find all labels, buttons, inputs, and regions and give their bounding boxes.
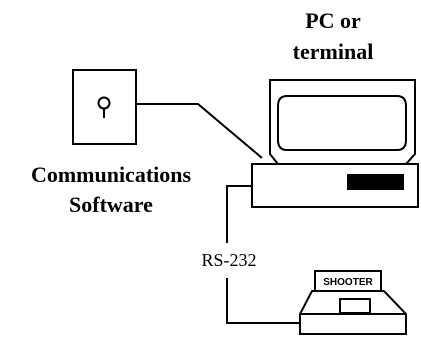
software-label-line1: Communications xyxy=(31,162,192,187)
pc-label-line2: terminal xyxy=(293,39,374,64)
software-link xyxy=(136,103,263,159)
rs232-cable-lower xyxy=(226,278,300,324)
cable-label: RS-232 xyxy=(201,250,256,270)
drive-slot xyxy=(347,174,404,190)
printer-icon: SHOOTER xyxy=(299,270,407,335)
printer-paper xyxy=(339,298,371,314)
computer-icon xyxy=(251,79,419,208)
rs232-cable xyxy=(226,185,252,243)
printer-panel-label: SHOOTER xyxy=(323,277,373,288)
pc-label-line1: PC or xyxy=(305,8,361,33)
connection-lines xyxy=(136,103,300,324)
monitor-screen xyxy=(277,95,407,151)
software-label-line2: Software xyxy=(69,192,153,217)
keyhole-icon xyxy=(97,96,111,118)
software-box xyxy=(72,69,137,145)
